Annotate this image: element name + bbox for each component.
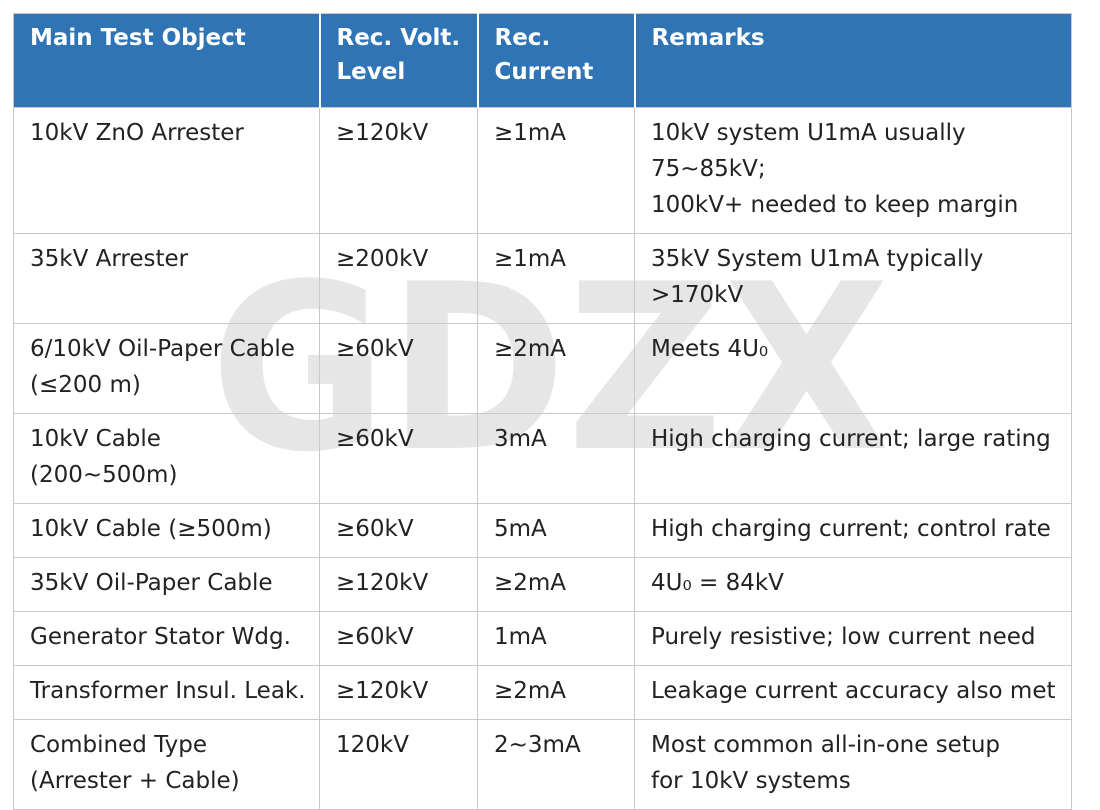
remarks-cell-line: 35kV System U1mA typically >170kV (651, 246, 984, 308)
test-object-cell: 10kV Cable (200~500m) (13, 413, 320, 504)
remarks-cell-line: Purely resistive; low current need (651, 624, 1036, 650)
voltage-cell: ≥120kV (319, 665, 478, 720)
current-cell: 1mA (477, 611, 635, 666)
remarks-cell: 10kV system U1mA usually 75~85kV; 100kV+ … (634, 107, 1072, 234)
table-row: 6/10kV Oil-Paper Cable (≤200 m) ≥60kV≥2mA M… (13, 323, 1072, 414)
header-remarks: Remarks (633, 13, 1072, 108)
remarks-cell-line: Leakage current accuracy also met (651, 678, 1056, 704)
remarks-cell: Most common all-in-one setup for 10kV sys… (634, 719, 1072, 810)
test-object-cell-line: 6/10kV Oil-Paper Cable (30, 336, 295, 362)
test-object-cell: 6/10kV Oil-Paper Cable (≤200 m) (13, 323, 320, 414)
test-object-cell-line: 10kV Cable (200~500m) (30, 426, 178, 488)
current-cell: 2~3mA (477, 719, 635, 810)
remarks-cell: High charging current; control rate (634, 503, 1072, 558)
test-object-cell-line: 10kV Cable (≥500m) (30, 516, 272, 542)
remarks-cell: Meets 4U₀ (634, 323, 1072, 414)
voltage-cell: ≥200kV (319, 233, 478, 324)
test-object-cell-line: Generator Stator Wdg. (30, 624, 291, 650)
test-object-cell: 35kV Oil-Paper Cable (13, 557, 320, 612)
remarks-cell-line: Most common all-in-one setup (651, 732, 1001, 758)
remarks-cell: 35kV System U1mA typically >170kV (634, 233, 1072, 324)
current-cell: 3mA (477, 413, 635, 504)
test-object-cell-line: 35kV Arrester (30, 246, 189, 272)
header-main-test-object: Main Test Object (13, 13, 320, 108)
current-cell: ≥1mA (477, 233, 635, 324)
test-object-cell: 10kV ZnO Arrester (13, 107, 320, 234)
header-row: Main Test Object Rec. Volt. Level Rec. C… (13, 13, 1072, 108)
remarks-cell-line: 4U₀ = 84kV (651, 570, 784, 596)
test-object-cell-line: 10kV ZnO Arrester (30, 120, 244, 146)
voltage-cell: ≥60kV (319, 323, 478, 414)
table-row: 35kV Oil-Paper Cable ≥120kV≥2mA 4U₀ = 84kV (13, 557, 1072, 612)
test-equipment-table: Main Test Object Rec. Volt. Level Rec. C… (13, 13, 1072, 810)
test-object-cell-line: Combined Type (30, 732, 207, 758)
test-object-cell-line: 35kV Oil-Paper Cable (30, 570, 273, 596)
test-object-cell: Generator Stator Wdg. (13, 611, 320, 666)
remarks-cell: Purely resistive; low current need (634, 611, 1072, 666)
remarks-cell: Leakage current accuracy also met (634, 665, 1072, 720)
voltage-cell: 120kV (319, 719, 478, 810)
current-cell: ≥2mA (477, 323, 635, 414)
test-object-cell-line: Transformer Insul. Leak. (30, 678, 306, 704)
test-object-cell: Transformer Insul. Leak. (13, 665, 320, 720)
current-cell: ≥2mA (477, 557, 635, 612)
remarks-cell-line: 10kV system U1mA usually 75~85kV; (651, 120, 966, 182)
current-cell: ≥1mA (477, 107, 635, 234)
table-row: Transformer Insul. Leak. ≥120kV≥2mA Leakag… (13, 665, 1072, 720)
voltage-cell: ≥60kV (319, 413, 478, 504)
remarks-cell-line: for 10kV systems (651, 768, 851, 794)
voltage-cell: ≥60kV (319, 503, 478, 558)
remarks-cell: 4U₀ = 84kV (634, 557, 1072, 612)
header-rec-volt-level: Rec. Volt. Level (318, 13, 478, 108)
test-object-cell-line: (Arrester + Cable) (30, 768, 240, 794)
test-object-cell-line: (≤200 m) (30, 372, 141, 398)
table-row: 35kV Arrester ≥200kV≥1mA 35kV System U1mA … (13, 233, 1072, 324)
test-object-cell: 35kV Arrester (13, 233, 320, 324)
remarks-cell-line: High charging current; large rating (651, 426, 1051, 452)
table-header: Main Test Object Rec. Volt. Level Rec. C… (13, 13, 1072, 108)
remarks-cell: High charging current; large rating (634, 413, 1072, 504)
current-cell: 5mA (477, 503, 635, 558)
header-rec-current: Rec. Current (476, 13, 635, 108)
remarks-cell-line: High charging current; control rate (651, 516, 1051, 542)
test-object-cell: Combined Type (Arrester + Cable) (13, 719, 320, 810)
test-object-cell: 10kV Cable (≥500m) (13, 503, 320, 558)
voltage-cell: ≥120kV (319, 107, 478, 234)
remarks-cell-line: 100kV+ needed to keep margin (651, 192, 1019, 218)
voltage-cell: ≥60kV (319, 611, 478, 666)
current-cell: ≥2mA (477, 665, 635, 720)
remarks-cell-line: Meets 4U₀ (651, 336, 769, 362)
voltage-cell: ≥120kV (319, 557, 478, 612)
